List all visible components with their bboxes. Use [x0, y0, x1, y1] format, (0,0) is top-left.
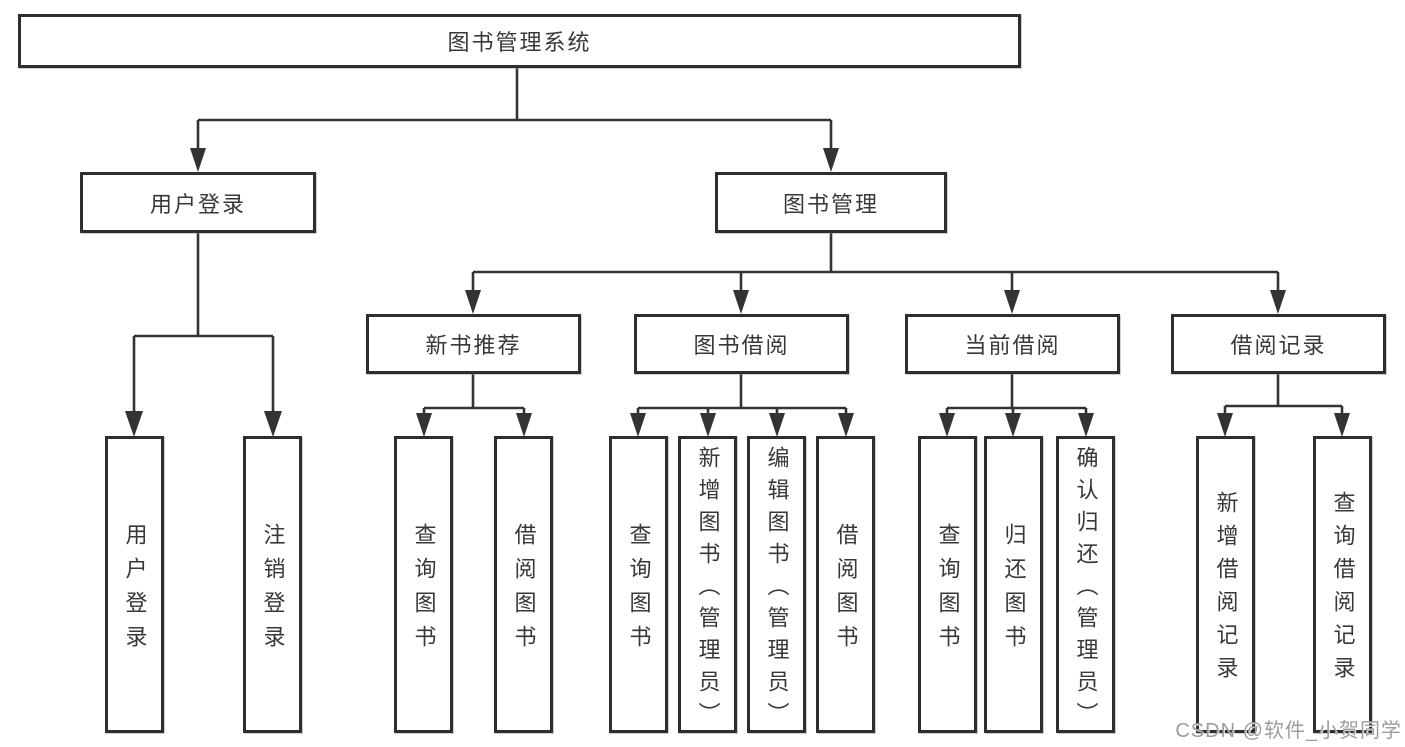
node-label: 图书借阅: [693, 333, 790, 358]
node-label: 用户登录: [149, 191, 246, 217]
leaf-label: 查询图书: [626, 522, 652, 659]
leaf-label: 注销登录: [260, 522, 286, 659]
leaf-query-borrow-record: 查询借阅记录: [1313, 436, 1372, 733]
node-label: 借阅记录: [1230, 333, 1327, 358]
arrowhead-icons: [125, 148, 1350, 437]
leaf-label: 借阅图书: [511, 522, 537, 659]
csdn-watermark: CSDN @软件_小贺同学: [1175, 720, 1402, 742]
leaf-label: 归还图书: [1001, 522, 1027, 659]
leaf-label: 查询借阅记录: [1330, 490, 1356, 689]
leaf-label: 编辑图书（管理员）: [764, 445, 790, 734]
node-label: 新书推荐: [425, 333, 522, 358]
leaf-borrow-books: 借阅图书: [816, 436, 875, 733]
leaf-label: 查询图书: [411, 522, 437, 659]
node-library-management-system: 图书管理系统: [18, 14, 1021, 68]
leaf-label: 查询图书: [935, 522, 961, 659]
leaf-label: 新增借阅记录: [1213, 490, 1239, 689]
node-user-login: 用户登录: [80, 172, 316, 233]
leaf-query-books-recommend: 查询图书: [394, 436, 453, 733]
leaf-borrow-books-recommend: 借阅图书: [494, 436, 553, 733]
leaf-logout: 注销登录: [243, 436, 302, 733]
leaf-return-books: 归还图书: [984, 436, 1043, 733]
leaf-label: 借阅图书: [833, 522, 859, 659]
node-label: 图书管理: [782, 191, 879, 217]
leaf-confirm-return-admin: 确认归还（管理员）: [1056, 436, 1115, 734]
leaf-add-borrow-record: 新增借阅记录: [1196, 436, 1255, 733]
leaf-label: 用户登录: [122, 522, 148, 659]
leaf-label: 新增图书（管理员）: [695, 445, 721, 734]
leaf-user-login: 用户登录: [105, 436, 164, 733]
leaf-edit-books-admin: 编辑图书（管理员）: [747, 436, 806, 734]
node-label: 当前借阅: [964, 333, 1061, 358]
leaf-label: 确认归还（管理员）: [1073, 445, 1099, 734]
node-current-borrowing: 当前借阅: [905, 314, 1120, 374]
node-book-management: 图书管理: [715, 172, 947, 233]
node-book-borrowing: 图书借阅: [634, 314, 849, 374]
node-label: 图书管理系统: [447, 30, 592, 55]
node-new-book-recommendation: 新书推荐: [366, 314, 581, 374]
leaf-query-books-borrow: 查询图书: [609, 436, 668, 733]
node-borrowing-records: 借阅记录: [1171, 314, 1386, 374]
leaf-query-books-current: 查询图书: [918, 436, 977, 733]
leaf-add-books-admin: 新增图书（管理员）: [678, 436, 737, 734]
